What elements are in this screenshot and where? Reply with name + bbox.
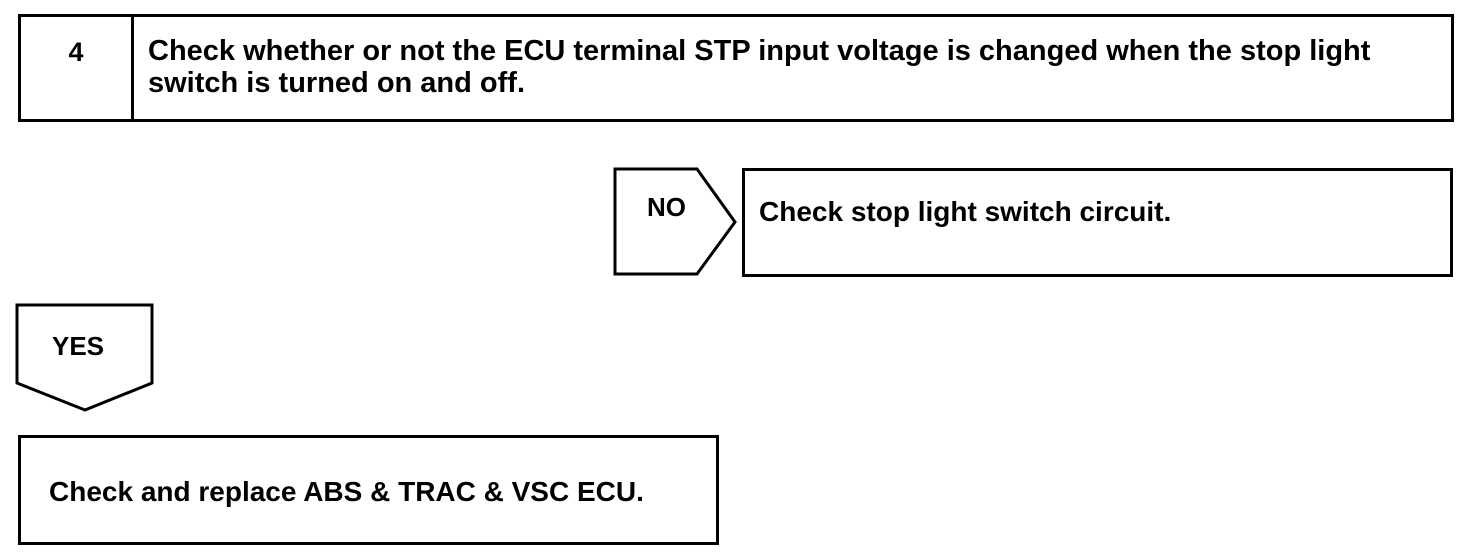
- no-arrow-shape: [613, 167, 737, 276]
- yes-arrow-shape: [15, 303, 154, 412]
- yes-label: YES: [52, 331, 105, 361]
- no-label: NO: [647, 192, 686, 222]
- no-action-box: Check stop light switch circuit.: [742, 168, 1453, 277]
- step-number: 4: [21, 17, 134, 119]
- no-action-text: Check stop light switch circuit.: [759, 196, 1172, 227]
- yes-action-text: Check and replace ABS & TRAC & VSC ECU.: [49, 476, 644, 507]
- yes-action-box: Check and replace ABS & TRAC & VSC ECU.: [18, 435, 719, 545]
- step-box: 4 Check whether or not the ECU terminal …: [18, 14, 1454, 122]
- step-instruction: Check whether or not the ECU terminal ST…: [148, 35, 1371, 99]
